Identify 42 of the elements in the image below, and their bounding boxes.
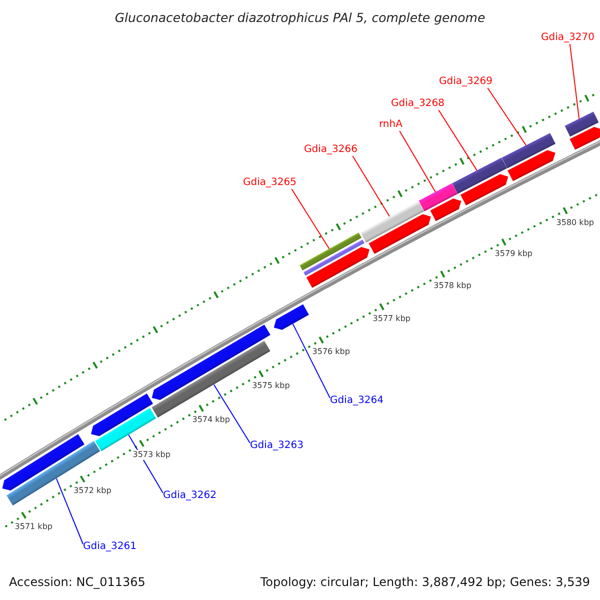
leader-line xyxy=(438,110,478,171)
leader-line xyxy=(56,478,84,544)
leader-line xyxy=(292,323,330,398)
gene-label: Gdia_3263 xyxy=(250,440,304,452)
genome-stats: Topology: circular; Length: 3,887,492 bp; Genes: 3,539 xyxy=(260,575,590,590)
scale-label: 3577 kbp xyxy=(372,314,410,324)
gene-block xyxy=(508,150,556,182)
leader-line xyxy=(213,384,250,444)
scale-label: 3579 kbp xyxy=(494,249,532,259)
gene-block xyxy=(91,393,154,436)
scale-label: 3576 kbp xyxy=(312,347,350,357)
gene-block xyxy=(274,304,309,330)
scale-label: 3574 kbp xyxy=(192,415,230,425)
scale-label: 3573 kbp xyxy=(132,450,170,460)
gene-label: Gdia_3264 xyxy=(330,395,384,407)
gene-label: Gdia_3269 xyxy=(439,76,492,88)
scale-label: 3572 kbp xyxy=(74,486,112,496)
gene-block xyxy=(460,174,508,206)
leader-line xyxy=(487,88,527,146)
scale-label: 3571 kbp xyxy=(14,522,52,532)
scale-label: 3578 kbp xyxy=(434,281,472,291)
gene-label: Gdia_3270 xyxy=(541,32,594,44)
accession-text: Accession: NC_011365 xyxy=(9,575,146,590)
leader-line xyxy=(291,188,330,250)
leader-line xyxy=(352,156,390,217)
gene-label: Gdia_3262 xyxy=(163,490,216,502)
gene-block xyxy=(152,324,270,400)
scale-label: 3580 kbp xyxy=(556,218,594,228)
scale-label: 3575 kbp xyxy=(252,380,290,390)
gene-label: Gdia_3265 xyxy=(243,177,296,189)
gene-block xyxy=(570,126,600,150)
gene-label: rnhA xyxy=(379,119,402,131)
gene-label: Gdia_3266 xyxy=(304,144,358,156)
gene-label: Gdia_3261 xyxy=(83,541,136,553)
gene-block xyxy=(368,214,431,254)
gene-bar xyxy=(303,240,364,276)
gene-bar xyxy=(418,183,458,212)
leader-line xyxy=(569,44,580,120)
diagram-title: Gluconacetobacter diazotrophicus PAl 5, complete genome xyxy=(114,10,486,25)
gene-label: Gdia_3268 xyxy=(391,98,444,110)
gene-block xyxy=(430,198,462,222)
gene-block xyxy=(306,247,370,288)
